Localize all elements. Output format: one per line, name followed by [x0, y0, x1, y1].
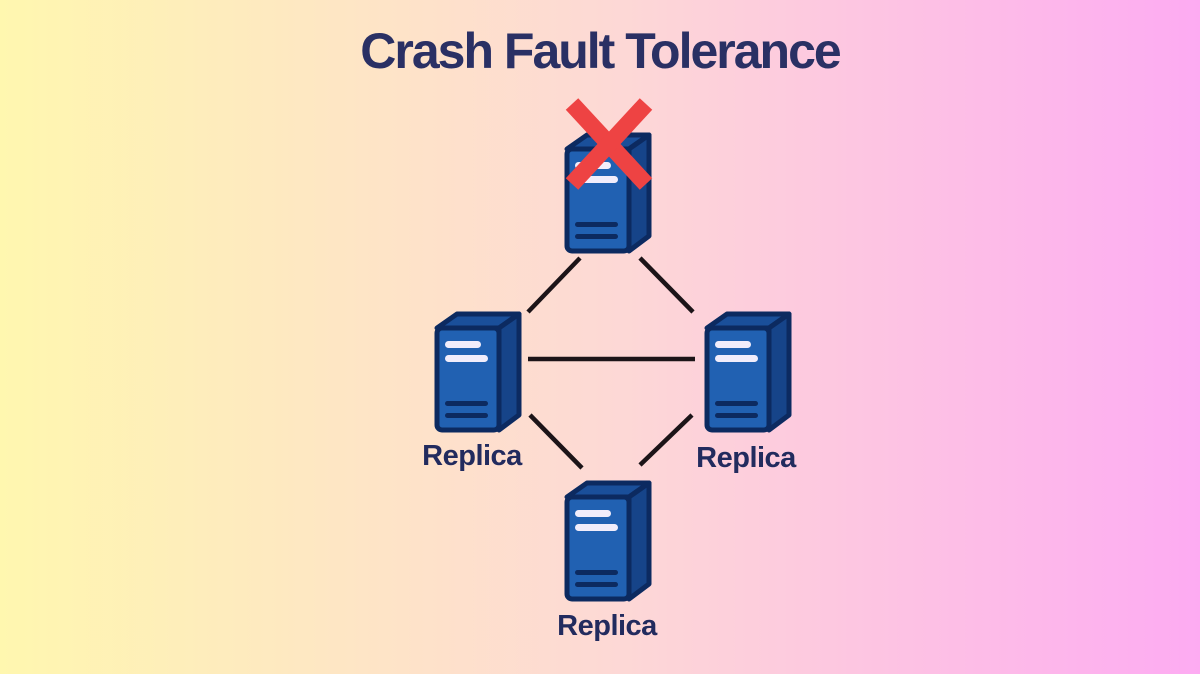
server-node-replica-bottom [560, 472, 656, 602]
replica-right-label: Replica [696, 442, 796, 474]
edge-crashed-to-left [526, 256, 582, 314]
crash-x-icon [565, 98, 653, 190]
edge-right-to-bottom [638, 413, 694, 467]
server-node-replica-right [700, 303, 796, 433]
replica-left-label: Replica [422, 440, 522, 472]
edge-crashed-to-right [638, 256, 695, 314]
server-icon [564, 480, 652, 602]
server-icon [704, 311, 792, 433]
server-icon [434, 311, 522, 433]
edge-left-to-bottom [528, 413, 584, 470]
replica-bottom-label: Replica [557, 610, 657, 642]
server-node-replica-left [430, 303, 526, 433]
page-title: Crash Fault Tolerance [360, 23, 841, 79]
